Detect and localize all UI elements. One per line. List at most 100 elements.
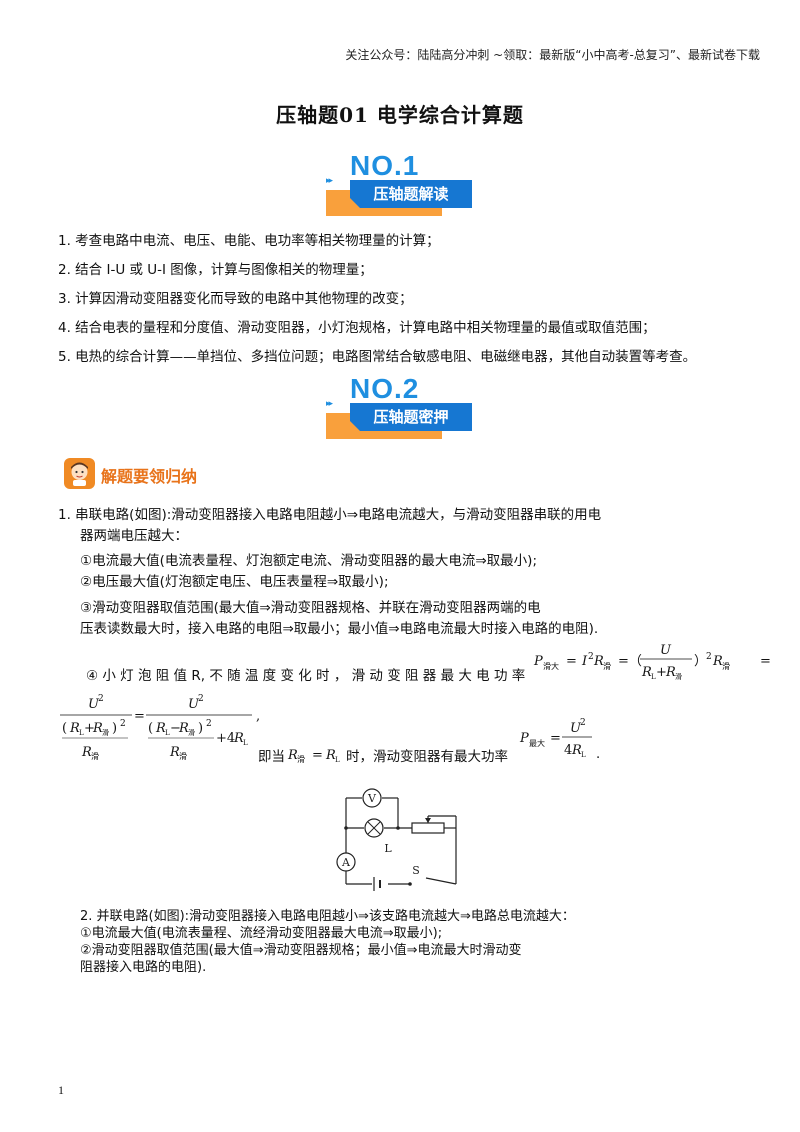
svg-text:(: (: [148, 721, 153, 736]
switch-label: S: [412, 864, 420, 877]
svg-text:−: −: [170, 721, 181, 736]
svg-text:L: L: [79, 729, 84, 737]
svg-text:,: ,: [256, 709, 260, 724]
svg-text:=: =: [760, 654, 771, 669]
series-item-4: ④ 小 灯 泡 阻 值 R, 不 随 温 度 变 化 时 ， 滑 动 变 阻 器…: [86, 668, 526, 684]
svg-text:）: ）: [694, 654, 707, 669]
svg-text:U: U: [660, 643, 672, 658]
parallel-intro: 2. 并联电路(如图):滑动变阻器接入电路电阻越小⇒该支路电流越大⇒电路总电流越…: [80, 909, 575, 924]
page-number: 1: [58, 1083, 64, 1097]
svg-text:): ): [112, 721, 117, 736]
key-points-list: 1. 考查电路中电流、电压、电能、电功率等相关物理量的计算； 2. 结合 I-U…: [58, 232, 758, 377]
arrow-icon: ▸▸: [326, 399, 333, 409]
banner-no1: ▸▸ NO.1 压轴题解读: [326, 150, 476, 218]
banner-number: NO.2: [350, 373, 420, 404]
svg-text:): ): [198, 721, 203, 736]
series-circuit-diagram: V L A S: [336, 788, 457, 891]
student-avatar-icon: [64, 458, 95, 489]
svg-text:L: L: [335, 756, 340, 764]
svg-text:U: U: [570, 721, 582, 736]
series-intro: 1. 串联电路(如图):滑动变阻器接入电路电阻越小⇒电路电流越大，与滑动变阻器串…: [58, 507, 602, 523]
parallel-item-2-cont: 阻器接入电路的电阻).: [80, 960, 207, 975]
svg-text:=（: =（: [618, 654, 642, 669]
svg-text:2: 2: [120, 719, 126, 729]
parallel-item-2: ②滑动变阻器取值范围(最大值⇒滑动变阻器规格；最小值⇒电流最大时滑动变: [80, 943, 522, 958]
svg-text:滑: 滑: [91, 751, 99, 761]
svg-text:2: 2: [706, 652, 712, 662]
section-heading-label: 解题要领归纳: [101, 467, 198, 486]
svg-text:滑: 滑: [188, 728, 195, 737]
svg-text:R: R: [712, 654, 723, 669]
svg-text:+: +: [84, 721, 95, 736]
page-header-note: 关注公众号：陆陆高分冲刺 ~领取：最新版“小中高考-总复习”、最新试卷下载: [345, 48, 760, 62]
svg-text:R: R: [155, 721, 166, 736]
svg-text:P: P: [519, 731, 529, 746]
list-item: 2. 结合 I-U 或 U-I 图像，计算与图像相关的物理量；: [58, 262, 373, 278]
arrow-icon: ▸▸: [326, 176, 333, 186]
svg-text:.: .: [596, 747, 600, 762]
svg-text:2: 2: [198, 694, 204, 704]
series-item-3: ③滑动变阻器取值范围(最大值⇒滑动变阻器规格、并联在滑动变阻器两端的电: [80, 600, 541, 616]
svg-text:P: P: [533, 654, 543, 669]
svg-text:L: L: [581, 751, 586, 759]
svg-text:滑: 滑: [675, 672, 682, 681]
list-item: 1. 考查电路中电流、电压、电能、电功率等相关物理量的计算；: [58, 233, 440, 249]
svg-text:=: =: [550, 731, 561, 746]
series-item-2: ②电压最大值(灯泡额定电压、电压表量程⇒取最小);: [80, 574, 389, 590]
svg-text:I: I: [581, 654, 588, 669]
svg-text:R: R: [169, 745, 180, 760]
svg-text:L: L: [651, 673, 656, 681]
svg-text:=: =: [312, 748, 323, 763]
list-item: 3. 计算因滑动变阻器变化而导致的电路中其他物理的改变；: [58, 291, 413, 307]
formula-tail-text: 时，滑动变阻器有最大功率: [346, 749, 508, 765]
svg-text:2: 2: [98, 694, 104, 704]
svg-text:+: +: [656, 665, 667, 680]
svg-text:R: R: [81, 745, 92, 760]
svg-text:=: =: [566, 654, 577, 669]
svg-text:滑: 滑: [722, 661, 730, 671]
svg-text:2: 2: [580, 718, 586, 728]
banner-label: 压轴题密押: [350, 403, 472, 431]
svg-text:(: (: [62, 721, 67, 736]
svg-text:滑: 滑: [297, 754, 305, 764]
ammeter-label: A: [341, 856, 351, 869]
banner-number: NO.1: [350, 150, 420, 181]
svg-text:+4: +4: [216, 731, 235, 746]
parallel-item-1: ①电流最大值(电流表量程、流经滑动变阻器最大电流⇒取最小);: [80, 926, 443, 941]
svg-text:R: R: [665, 665, 676, 680]
lamp-label: L: [384, 842, 392, 855]
svg-text:U: U: [188, 697, 200, 712]
svg-text:R: R: [178, 721, 189, 736]
svg-text:L: L: [165, 729, 170, 737]
banner-no2: ▸▸ NO.2 压轴题密押: [326, 373, 476, 441]
svg-text:滑: 滑: [102, 728, 109, 737]
svg-text:R: R: [641, 665, 652, 680]
svg-text:=: =: [134, 709, 145, 724]
series-intro-cont: 器两端电压越大：: [80, 528, 188, 544]
series-item-3-cont: 压表读数最大时，接入电路的电阻⇒取最小；最小值⇒电路电流最大时接入电路的电阻).: [80, 621, 599, 637]
svg-text:U: U: [88, 697, 100, 712]
banner-label: 压轴题解读: [350, 180, 472, 208]
svg-text:R: R: [571, 743, 582, 758]
svg-text:R: R: [325, 748, 336, 763]
list-item: 4. 结合电表的量程和分度值、滑动变阻器，小灯泡规格，计算电路中相关物理量的最值…: [58, 320, 656, 336]
voltmeter-label: V: [367, 792, 377, 805]
svg-text:R: R: [69, 721, 80, 736]
svg-text:2: 2: [588, 652, 594, 662]
svg-text:滑: 滑: [603, 661, 611, 671]
list-item: 5. 电热的综合计算——单挡位、多挡位问题；电路图常结合敏感电阻、电磁继电器，其…: [58, 349, 697, 365]
series-item-1: ①电流最大值(电流表量程、灯泡额定电流、滑动变阻器的最大电流⇒取最小);: [80, 553, 537, 569]
svg-text:R: R: [233, 731, 244, 746]
svg-text:R: R: [287, 748, 298, 763]
svg-text:R: R: [593, 654, 604, 669]
page-title: 压轴题01 电学综合计算题: [276, 103, 524, 127]
svg-text:滑: 滑: [179, 751, 187, 761]
svg-text:最大: 最大: [529, 738, 545, 748]
svg-text:L: L: [243, 739, 248, 747]
svg-text:4: 4: [564, 743, 572, 758]
svg-text:R: R: [92, 721, 103, 736]
